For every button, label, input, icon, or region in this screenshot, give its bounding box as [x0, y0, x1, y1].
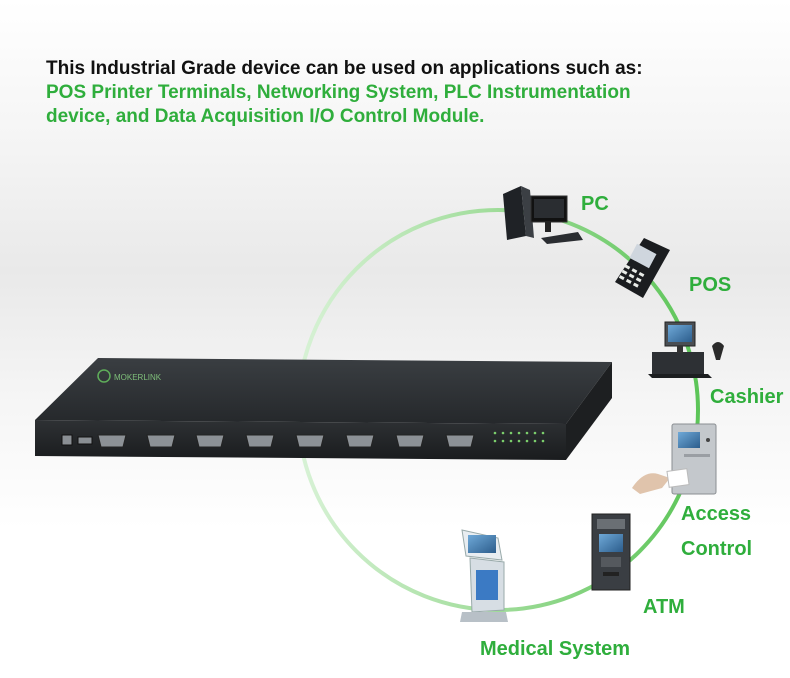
headline: This Industrial Grade device can be used… — [46, 57, 766, 129]
label-atm: ATM — [643, 596, 685, 618]
serial-device-hub: MOKERLINK — [35, 358, 612, 460]
headline-line-2: POS Printer Terminals, Networking System… — [46, 82, 631, 103]
db9-port — [97, 434, 127, 448]
usb-a-port — [77, 436, 93, 445]
db9-port — [345, 434, 375, 448]
db9-port — [195, 434, 225, 448]
headline-line-3: device, and Data Acquisition I/O Control… — [46, 106, 485, 127]
db9-port — [146, 434, 176, 448]
label-cashier: Cashier — [710, 386, 784, 408]
usb-b-port — [61, 434, 73, 446]
label-control: Control — [681, 538, 753, 560]
device-logo-text: MOKERLINK — [114, 373, 162, 382]
db9-port — [245, 434, 275, 448]
device-logo-icon: MOKERLINK — [97, 369, 162, 383]
cash-register-icon — [648, 321, 724, 378]
label-pos: POS — [689, 274, 732, 296]
db9-port — [395, 434, 425, 448]
label-medical-system: Medical System — [480, 638, 631, 660]
atm-icon — [591, 513, 631, 591]
label-pc: PC — [581, 193, 609, 215]
db9-ports — [97, 434, 475, 448]
medical-kiosk-icon — [460, 529, 508, 622]
access-control-icon — [632, 423, 717, 495]
status-leds — [493, 431, 545, 443]
pc-icon — [503, 186, 583, 244]
db9-port — [295, 434, 325, 448]
db9-port — [445, 434, 475, 448]
label-access: Access — [681, 503, 752, 525]
headline-line-1: This Industrial Grade device can be used… — [46, 58, 643, 79]
pos-terminal-icon — [615, 238, 670, 298]
